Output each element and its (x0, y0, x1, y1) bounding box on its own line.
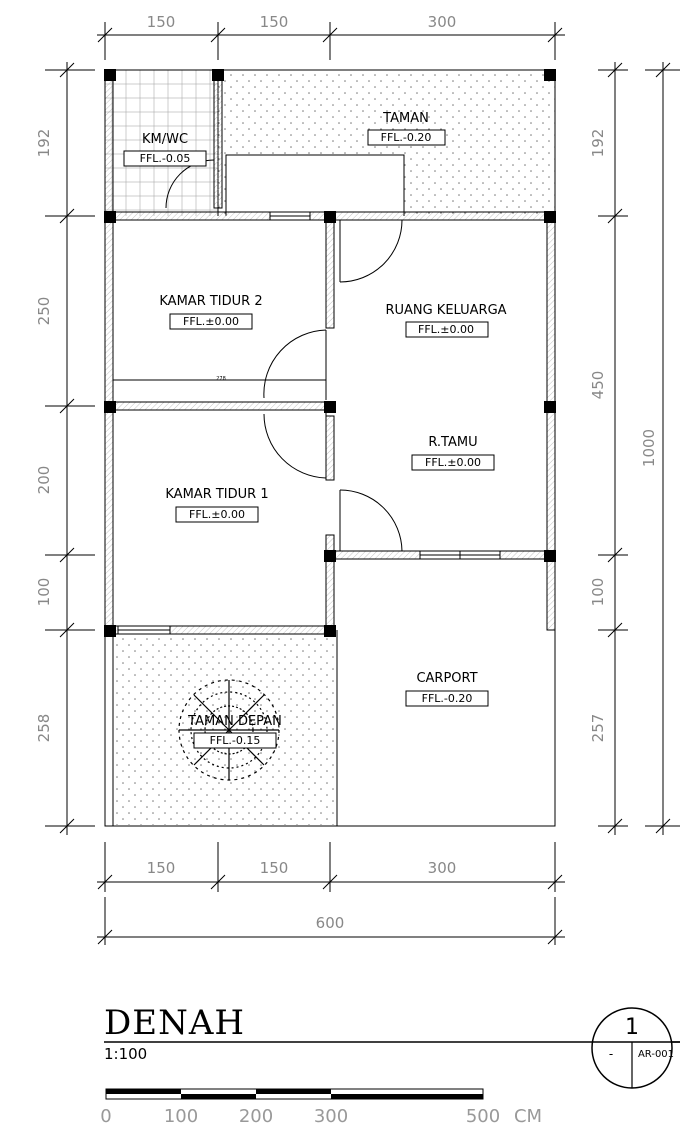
dim-left-4: 100 (35, 578, 53, 607)
dim-total-height: 1000 (640, 429, 658, 467)
dim-top-1: 150 (147, 13, 176, 31)
room-kmwc-label: KM/WC (142, 132, 188, 147)
dim-left-1: 192 (35, 129, 53, 158)
section-marker: 1 - AR-001 (591, 1007, 680, 1089)
dim-top-2: 150 (260, 13, 289, 31)
dim-bottom-2: 150 (260, 859, 289, 877)
room-tamu-ffl: FFL.±0.00 (425, 456, 481, 469)
dim-left-3: 200 (35, 466, 53, 495)
small-dimension-mark: 278 (216, 376, 226, 382)
scale-bar-label-500: 500 (466, 1106, 500, 1127)
dim-bottom-3: 300 (428, 859, 457, 877)
section-marker-dash: - (609, 1047, 613, 1061)
dim-bottom-1: 150 (147, 859, 176, 877)
kmwc-tiles (105, 70, 218, 216)
ffl-boxes (123, 129, 495, 749)
taman-cutout (226, 155, 404, 216)
scale-bar-unit: CM (514, 1106, 542, 1127)
columns (104, 69, 556, 637)
dim-left-5: 258 (35, 714, 53, 743)
room-taman-ffl: FFL.-0.20 (381, 131, 432, 144)
room-taman-label: TAMAN (382, 111, 429, 126)
room-taman-depan-label: TAMAN DEPAN (187, 714, 282, 729)
drawing-scale: 1:100 (104, 1045, 148, 1063)
dim-right-3: 100 (589, 578, 607, 607)
room-kmwc-ffl: FFL.-0.05 (140, 152, 191, 165)
dim-right-4: 257 (589, 714, 607, 743)
dim-right-1: 192 (589, 129, 607, 158)
scale-bar-label-100: 100 (164, 1106, 198, 1127)
section-marker-sheet: AR-001 (638, 1049, 674, 1060)
room-kamar1-ffl: FFL.±0.00 (189, 508, 245, 521)
dim-top-3: 300 (428, 13, 457, 31)
drawing-title: DENAH (104, 1003, 246, 1043)
room-kamar2-label: KAMAR TIDUR 2 (159, 294, 262, 309)
room-carport-ffl: FFL.-0.20 (422, 692, 473, 705)
room-keluarga-ffl: FFL.±0.00 (418, 323, 474, 336)
scale-bar-label-200: 200 (239, 1106, 273, 1127)
room-kamar1-label: KAMAR TIDUR 1 (165, 487, 268, 502)
room-taman-depan-ffl: FFL.-0.15 (210, 734, 261, 747)
room-tamu-label: R.TAMU (428, 435, 477, 450)
room-keluarga-label: RUANG KELUARGA (385, 303, 506, 318)
dim-left-2: 250 (35, 297, 53, 326)
room-kamar2-ffl: FFL.±0.00 (183, 315, 239, 328)
windows (117, 211, 501, 635)
section-marker-number: 1 (625, 1015, 639, 1040)
room-carport-label: CARPORT (416, 671, 477, 686)
scale-bar: 0 100 200 300 500 CM (100, 1088, 542, 1127)
scale-bar-label-0: 0 (100, 1106, 111, 1127)
tree-symbol (178, 679, 280, 781)
dim-right-2: 450 (589, 371, 607, 400)
scale-bar-label-300: 300 (314, 1106, 348, 1127)
dimension-lines (45, 22, 680, 945)
doors (165, 159, 403, 552)
dim-total-width: 600 (316, 914, 345, 932)
